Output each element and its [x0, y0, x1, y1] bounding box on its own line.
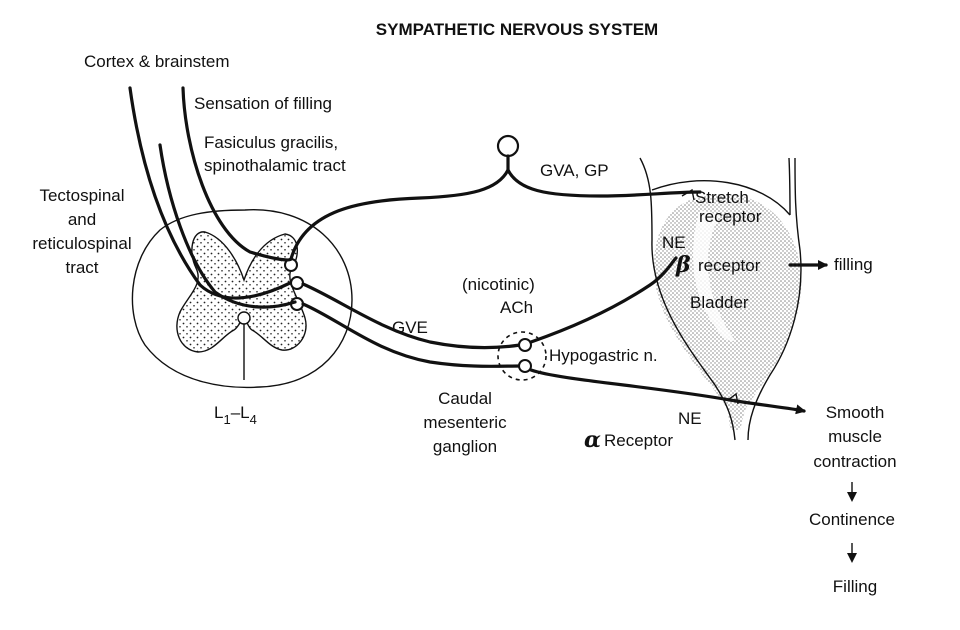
label-ne-beta: NE: [662, 233, 686, 252]
label-nicotinic: (nicotinic): [462, 275, 535, 294]
label-tectospinal-line3: reticulospinal: [32, 234, 131, 253]
label-fasciculus-line2: spinothalamic tract: [204, 156, 346, 175]
label-stretch: Stretch: [695, 188, 749, 207]
label-cortex-brainstem: Cortex & brainstem: [84, 52, 230, 71]
caudal-mesenteric-ganglion: [497, 331, 547, 381]
label-tectospinal-line1: Tectospinal: [39, 186, 124, 205]
gva-afferent-nerve: [289, 168, 702, 261]
spinal-cord-section: [131, 209, 353, 389]
dorsal-root-ganglion-cell: [496, 134, 520, 158]
label-ne-alpha: NE: [678, 409, 702, 428]
label-tectospinal-line2: and: [68, 210, 96, 229]
postganglionic-alpha-nerve: [529, 368, 806, 415]
label-ach: ACh: [500, 298, 533, 317]
descending-tract-inner: [158, 143, 297, 309]
label-sensation-of-filling: Sensation of filling: [194, 94, 332, 113]
label-beta-receptor: receptor: [698, 256, 761, 275]
label-alpha-receptor: Receptor: [604, 431, 673, 450]
ganglion-neuron-lower: [518, 359, 532, 373]
descending-tract-outer: [128, 86, 292, 300]
label-continence: Continence: [809, 510, 895, 529]
label-gva-gp: GVA, GP: [540, 161, 609, 180]
label-alpha-symbol: α: [584, 427, 601, 453]
label-filling-final: Filling: [833, 577, 877, 596]
gve-preganglionic-upper: [301, 282, 522, 350]
label-tectospinal-line4: tract: [65, 258, 98, 277]
label-caudal-line2: mesenteric: [423, 413, 507, 432]
gve-preganglionic-lower: [301, 302, 522, 368]
label-hypogastric: Hypogastric n.: [549, 346, 658, 365]
ganglion-neuron-upper: [518, 338, 532, 352]
label-fasciculus-line1: Fasiculus gracilis,: [204, 133, 338, 152]
label-smooth: Smooth: [826, 403, 885, 422]
ascending-tract: [181, 86, 293, 262]
diagram-title: SYMPATHETIC NERVOUS SYSTEM: [376, 20, 658, 39]
label-gve: GVE: [392, 318, 428, 337]
label-receptor: receptor: [699, 207, 762, 226]
label-bladder: Bladder: [690, 293, 749, 312]
bladder: [639, 157, 802, 441]
label-caudal-line3: ganglion: [433, 437, 497, 456]
label-muscle: muscle: [828, 427, 882, 446]
label-spinal-segments: L1–L4: [214, 403, 257, 427]
label-filling-arrow: filling: [834, 255, 873, 274]
label-contraction: contraction: [813, 452, 896, 471]
preganglionic-neuron-upper: [290, 276, 304, 290]
label-caudal-line1: Caudal: [438, 389, 492, 408]
label-beta-symbol: β: [675, 252, 691, 278]
